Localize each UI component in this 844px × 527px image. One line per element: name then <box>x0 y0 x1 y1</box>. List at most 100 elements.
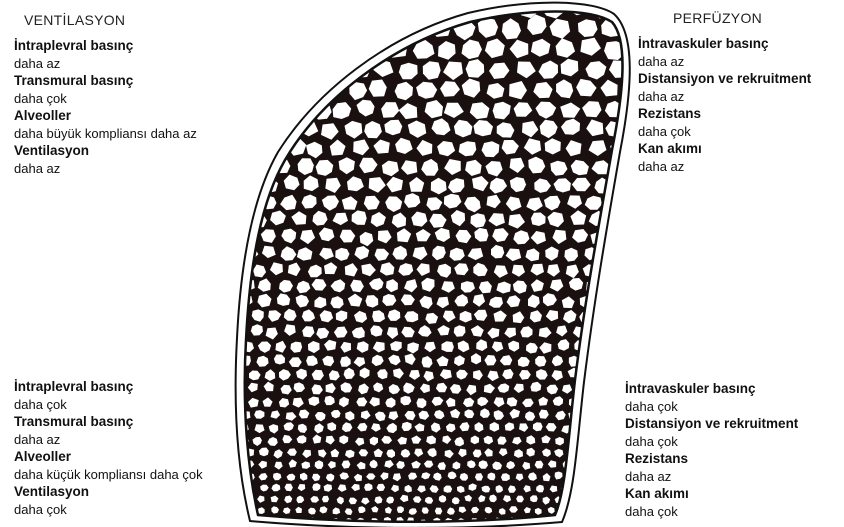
perfusion-base-term-4: Kan akımı <box>625 485 798 503</box>
perfusion-apex-value-4: daha az <box>638 158 811 176</box>
alveolus-cell <box>444 0 463 14</box>
alveolus-cell <box>219 497 227 505</box>
alveolus-cell <box>377 19 399 39</box>
perfusion-base-term-3: Rezistans <box>625 450 798 468</box>
alveolus-cell <box>588 485 596 493</box>
alveolus-cell <box>204 229 219 244</box>
alveolus-cell <box>631 294 643 307</box>
alveolus-cell <box>610 474 618 483</box>
alveolus-cell <box>210 411 221 420</box>
alveolus-cell <box>223 295 237 307</box>
alveolus-cell <box>608 231 623 245</box>
alveolus-cell <box>611 508 619 515</box>
alveolus-cell <box>225 339 236 351</box>
perfusion-apex-value-1: daha az <box>638 53 811 71</box>
alveolus-cell <box>214 324 227 335</box>
perfusion-apex-value-3: daha çok <box>638 123 811 141</box>
alveolus-cell <box>233 262 248 276</box>
alveolus-cell <box>316 40 335 56</box>
alveolus-cell <box>607 518 615 526</box>
perfusion-base-value-3: daha az <box>625 468 798 486</box>
alveolus-cell <box>192 0 212 18</box>
alveolus-cell <box>599 484 608 491</box>
alveolus-cell <box>304 59 322 76</box>
ventilation-base-value-1: daha çok <box>14 396 203 414</box>
alveolus-cell <box>220 460 228 467</box>
perfusion-base-block: İntravaskuler basınç daha çok Distansiyo… <box>625 380 798 520</box>
alveolus-cell <box>640 246 654 259</box>
alveolus-cell <box>594 495 602 503</box>
alveolus-cell <box>339 40 358 60</box>
alveolus-cell <box>585 409 595 419</box>
ventilation-base-term-3: Alveoller <box>14 448 203 466</box>
alveolus-cell <box>208 60 229 77</box>
alveolus-cell <box>591 462 599 470</box>
alveolus-cell <box>635 176 650 192</box>
alveolus-cell <box>343 0 365 16</box>
alveolus-cell <box>258 22 276 39</box>
alveolus-cell <box>226 436 236 445</box>
alveolus-cell <box>623 281 637 294</box>
alveolus-cell <box>304 82 321 100</box>
alveolus-cell <box>582 495 590 502</box>
alveolus-cell <box>196 42 216 60</box>
alveolus-cell <box>267 101 285 119</box>
alveolus-cell <box>598 354 610 365</box>
alveolus-cell <box>357 21 375 39</box>
alveolus-cell <box>584 447 593 456</box>
alveolus-cell <box>591 382 602 393</box>
alveolus-cell <box>574 485 583 492</box>
alveolus-cell <box>599 409 610 419</box>
alveolus-cell <box>223 279 237 292</box>
alveolus-cell <box>208 18 229 36</box>
ventilation-apex-value-4: daha az <box>14 160 197 178</box>
ventilation-apex-term-3: Alveoller <box>14 107 197 125</box>
ventilation-apex-value-1: daha az <box>14 55 197 73</box>
perfusion-apex-block: İntravaskuler basınç daha az Distansiyon… <box>638 35 811 175</box>
perfusion-apex-term-1: İntravaskuler basınç <box>638 35 811 53</box>
ventilation-apex-term-2: Transmural basınç <box>14 72 197 90</box>
ventilation-apex-term-1: İntraplevral basınç <box>14 37 197 55</box>
perfusion-base-value-2: daha çok <box>625 433 798 451</box>
alveolus-cell <box>234 83 253 100</box>
alveolus-cell <box>610 213 624 229</box>
alveolus-cell <box>221 518 229 524</box>
alveolus-cell <box>222 196 236 209</box>
alveolus-cell <box>624 245 637 259</box>
alveolus-cell <box>233 212 248 226</box>
ventilation-apex-term-4: Ventilasyon <box>14 142 197 160</box>
perfusion-apex-term-4: Kan akımı <box>638 140 811 158</box>
alveolus-cell <box>614 398 624 407</box>
perfusion-base-term-1: İntravaskuler basınç <box>625 380 798 398</box>
alveolus-cell <box>631 369 644 380</box>
ventilation-apex-block: İntraplevral basınç daha az Transmural b… <box>14 37 197 177</box>
alveolus-cell <box>232 397 243 408</box>
alveolus-cell <box>640 264 654 277</box>
alveolus-cell <box>369 0 391 17</box>
alveolus-cell <box>216 369 228 380</box>
perfusion-title: PERFÜZYON <box>673 10 762 26</box>
alveolus-cell <box>279 82 297 98</box>
ventilation-base-block: İntraplevral basınç daha çok Transmural … <box>14 378 203 518</box>
alveolus-cell <box>290 41 309 59</box>
alveolus-cell <box>615 310 628 322</box>
alveolus-cell <box>625 325 638 337</box>
alveolus-cell <box>633 311 646 322</box>
alveolus-cell <box>218 398 228 408</box>
alveolus-cell <box>232 507 239 514</box>
alveolus-cell <box>625 341 637 352</box>
alveolus-cell <box>595 517 602 524</box>
alveolus-cell <box>586 508 593 514</box>
alveolar-cells <box>192 0 660 527</box>
alveolus-cell <box>206 281 220 294</box>
alveolus-cell <box>582 473 591 482</box>
alveolus-cell <box>243 0 265 19</box>
alveolus-cell <box>254 122 272 138</box>
alveolus-cell <box>601 369 612 380</box>
alveolus-cell <box>207 82 228 100</box>
alveolus-cell <box>584 518 592 525</box>
alveolus-cell <box>221 246 236 259</box>
alveolus-cell <box>621 0 641 17</box>
ventilation-base-term-2: Transmural basınç <box>14 413 203 431</box>
alveolus-cell <box>607 195 622 210</box>
